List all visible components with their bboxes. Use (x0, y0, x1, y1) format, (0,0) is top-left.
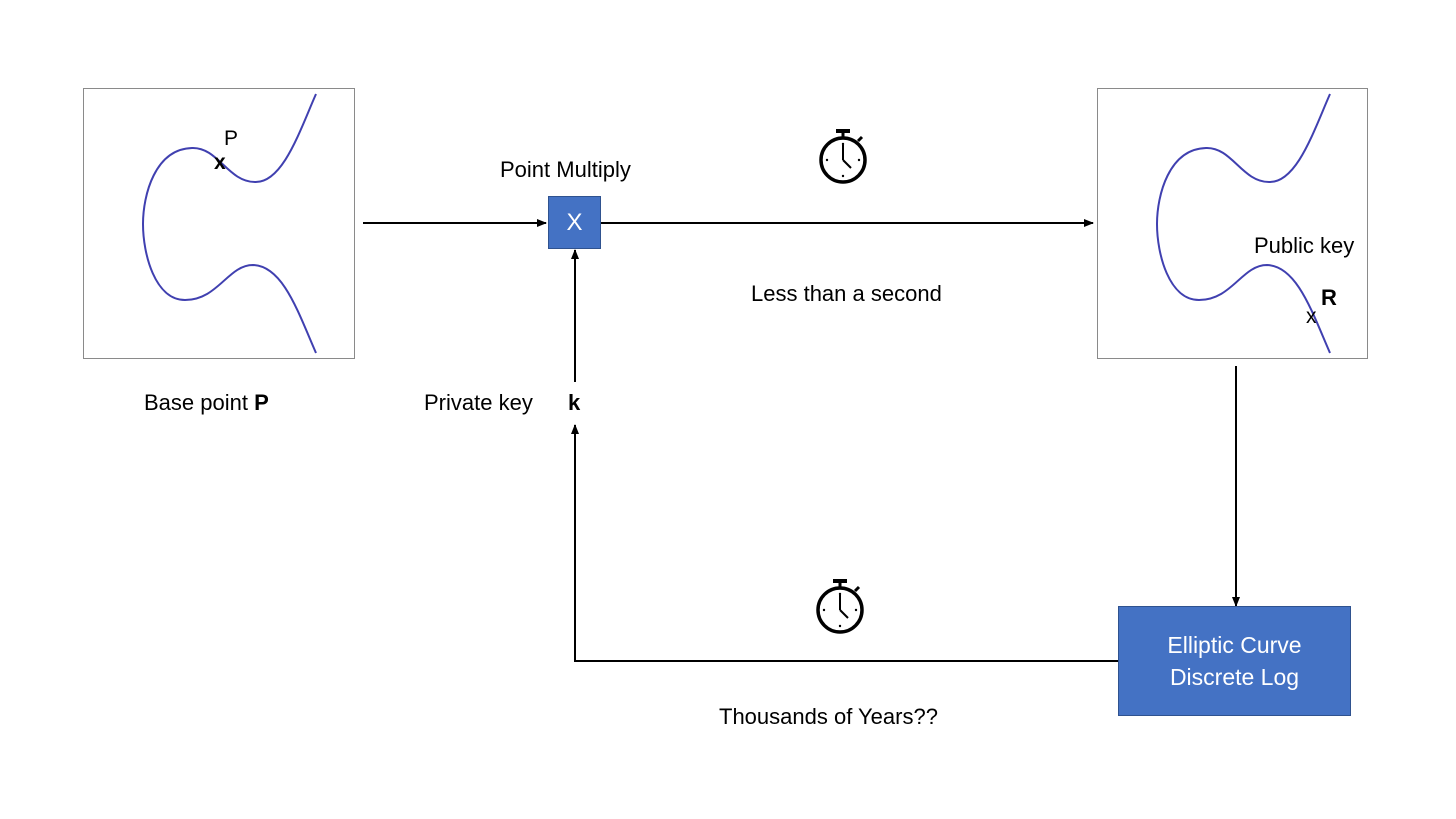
base-point-elliptic-curve (141, 93, 317, 354)
point-multiply-symbol: X (566, 208, 583, 236)
ecdl-line-2: Discrete Log (1169, 664, 1300, 690)
base-point-marker: x (214, 151, 226, 174)
base-point-curve-panel (83, 88, 355, 359)
private-key-label: Private key (424, 390, 533, 415)
public-key-label: Public key (1254, 233, 1355, 258)
forward-time-label: Less than a second (751, 281, 942, 306)
public-key-curve-panel (1097, 88, 1368, 359)
public-key-point-marker: x (1306, 305, 1317, 328)
base-point-caption: Base point P (144, 392, 269, 414)
point-multiply-title: Point Multiply (500, 157, 631, 182)
point-multiply-box: X (548, 196, 601, 249)
stopwatch-icon (816, 579, 864, 634)
stopwatch-icon (819, 129, 867, 184)
reverse-time-label: Thousands of Years?? (719, 704, 938, 729)
arrow-ecdl-to-private-key (571, 424, 1118, 662)
ecdl-line-1: Elliptic Curve (1167, 632, 1302, 658)
base-point-caption-text: Base point (144, 390, 248, 415)
ecdl-box: Elliptic Curve Discrete Log (1118, 606, 1351, 716)
base-point-label: P (224, 127, 239, 150)
public-key-point-label: R (1321, 285, 1337, 310)
public-key-elliptic-curve (1155, 93, 1331, 354)
base-point-caption-symbol: P (254, 390, 269, 415)
private-key-symbol: k (568, 390, 581, 415)
